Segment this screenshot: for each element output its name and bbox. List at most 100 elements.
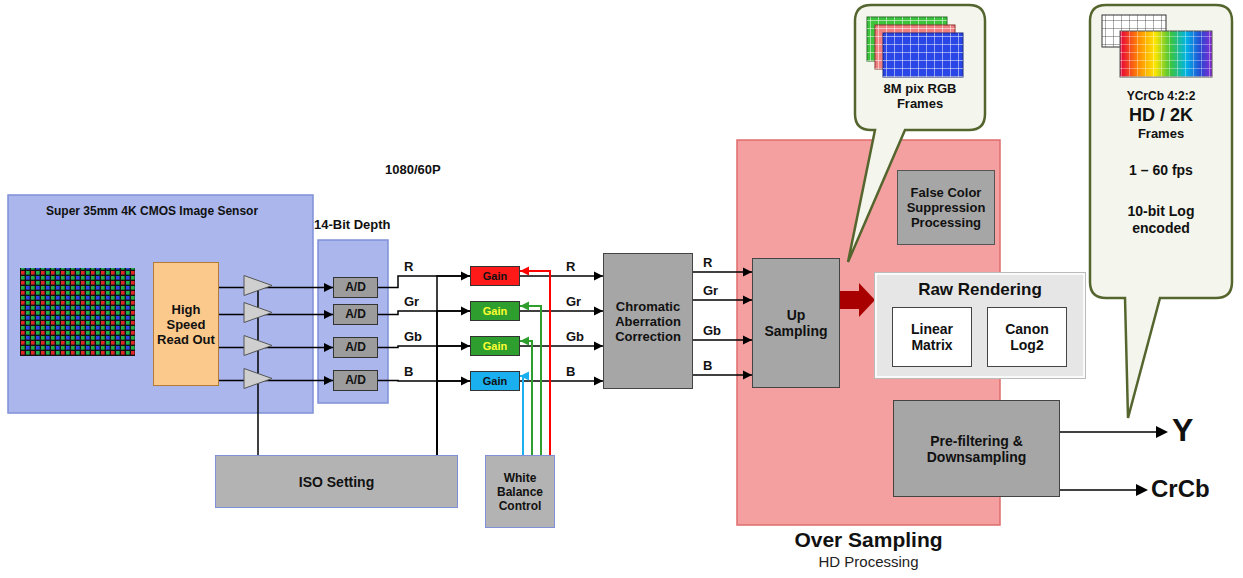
box-label: Gain [483,340,507,352]
signal-line [520,376,523,455]
arrow-head [520,302,529,311]
box-label: A/D [345,281,366,294]
signal-connector [219,343,333,352]
ad-converter-box: A/D [333,337,378,358]
box-label: A/D [345,341,366,354]
box-label: 8M pix RGB Frames [874,81,966,111]
arrow-head [520,267,529,276]
panel-ground [8,195,313,413]
arrow-head [1136,484,1148,496]
arrow-head [594,307,603,316]
box-label: False Color Suppression Processing [901,185,991,230]
signal-name: Gb [703,323,721,338]
correction-box: Chromatic Aberration Correction [603,253,693,389]
amplifier-symbol [244,336,272,356]
box-sublabel: Frames [1138,126,1184,142]
signal-connector [520,372,529,456]
gain-box: Gain [470,266,520,286]
box-sublabel: 10-bit Log encoded [1113,203,1209,237]
box-sublabel: HD / 2K [1129,104,1193,126]
fat-arrow [840,283,875,317]
signal-line [520,271,550,455]
signal-connector [693,296,752,305]
box-label: ISO Setting [299,474,374,490]
readout-box: High Speed Read Out [153,262,219,386]
arrow-head [520,337,529,346]
signal-connector [693,336,752,345]
signal-connector [520,267,550,456]
signal-line [437,276,470,455]
signal-line [520,341,532,455]
box-label: Over Sampling [737,528,1000,552]
arrow-head [324,310,333,319]
white-balance-box: White Balance Control [485,455,555,528]
box-sublabel: 1 – 60 fps [1129,162,1193,179]
signal-name: B [404,364,413,379]
arrow-head [324,376,333,385]
arrow-head [594,342,603,351]
signal-connector [840,283,875,317]
ad-panel: 14-Bit DepthA/DA/DA/DA/D [318,240,388,403]
arrow-head [743,268,752,277]
gain-box: Gain [470,336,520,356]
callout-illustration [1102,15,1212,77]
process-box: Canon Log2 [987,307,1067,367]
amplifier-symbol [244,276,272,296]
callout-illustration [867,17,963,77]
box-label: White Balance Control [489,471,551,513]
process-box: Pre-filtering & Downsampling [893,400,1060,497]
gain-box: Gain [470,301,520,321]
signal-connector [520,337,532,456]
process-box: Linear Matrix [892,307,972,367]
signal-line [520,310,603,312]
signal-line [437,381,470,455]
ad-converter-box: A/D [333,277,378,298]
signal-connector [437,346,470,455]
signal-connector [693,268,752,277]
signal-name: Gr [703,283,718,298]
arrow-head [1156,426,1168,438]
signal-connector [219,283,333,292]
signal-line [219,287,333,289]
callout-shape [1090,5,1232,298]
arrow-head [743,371,752,380]
box-label: Up Sampling [756,307,836,339]
output-wire [1060,431,1158,433]
arrow-head [520,372,529,381]
signal-connector [219,376,333,385]
signal-name: R [703,255,712,270]
signal-connector [437,381,470,455]
box-label: Gain [483,375,507,387]
ad-converter-box: A/D [333,370,378,391]
output-signal: Y [1172,412,1193,448]
signal-connector [520,272,603,281]
signal-line [520,306,541,455]
signal-line [378,276,470,288]
signal-line [219,314,333,316]
sensor-pixel-array [20,268,135,356]
signal-connector [219,310,333,319]
process-box: Up Sampling [752,258,840,388]
gain-box: Gain [470,371,520,391]
box-label: Super 35mm 4K CMOS Image Sensor [46,204,258,218]
panel-ground [318,240,388,403]
signal-name: Gb [404,329,422,344]
box-label: Gain [483,270,507,282]
signal-connector [437,311,470,455]
signal-name: B [703,358,712,373]
process-box: False Color Suppression Processing [897,170,995,245]
callout-shape [855,5,985,130]
signal-connector [437,276,470,455]
signal-name: R [404,259,413,274]
box-sublabel: HD Processing [737,553,1000,571]
signal-connector [520,302,541,456]
box-label: Chromatic Aberration Correction [607,299,689,344]
signal-line [437,346,470,455]
signal-connector [520,307,603,316]
box-label: High Speed Read Out [157,302,215,347]
box-label: Pre-filtering & Downsampling [897,433,1056,465]
callout-outline [1090,5,1232,418]
output-signal: CrCb [1151,475,1210,503]
box-label: Gain [483,305,507,317]
iso-setting-box: ISO Setting [215,455,458,508]
